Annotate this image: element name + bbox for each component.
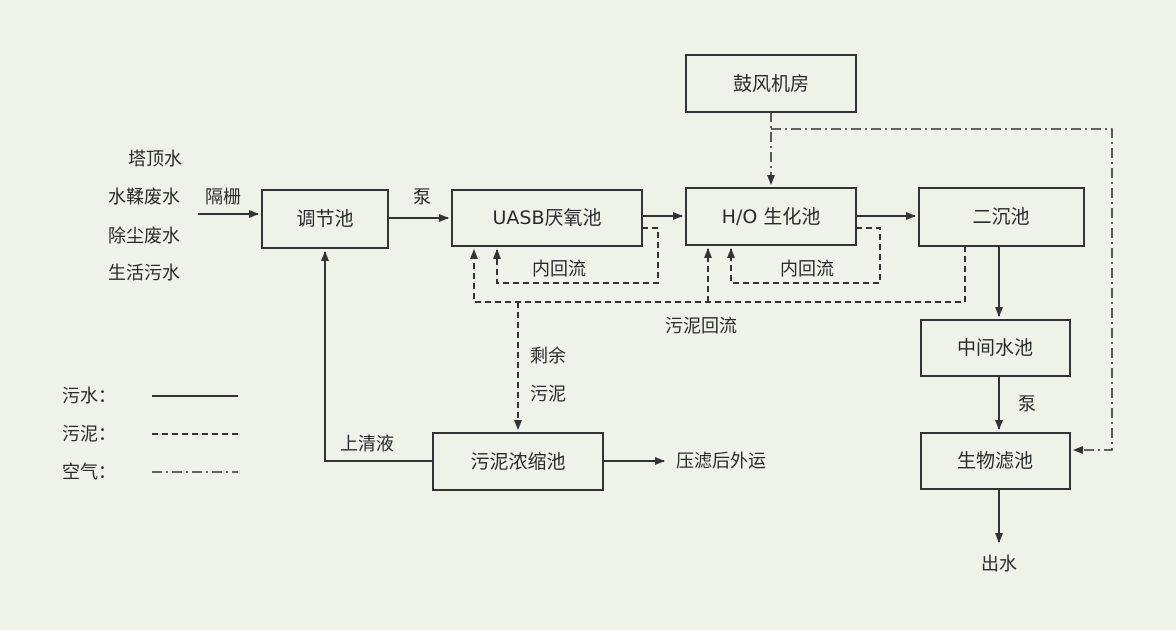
biofilter-box: 生物滤池: [920, 432, 1071, 490]
input-label-tanning-wastewater: 水鞣废水: [108, 187, 180, 208]
blower-room-label: 鼓风机房: [733, 73, 809, 95]
pump-label-2: 泵: [1018, 394, 1036, 415]
outlet-label: 出水: [981, 554, 1017, 575]
sludge-thickener-label: 污泥浓缩池: [470, 451, 565, 473]
internal-reflux-line-2: [727, 227, 881, 284]
excess-sludge-label-1: 剩余: [530, 346, 566, 367]
flow-supernatant-return: [321, 251, 433, 462]
pump-label-1: 泵: [413, 187, 431, 208]
input-label-tower-top-water: 塔顶水: [128, 149, 182, 170]
biofilter-label: 生物滤池: [957, 450, 1033, 472]
regulating-tank-label: 调节池: [296, 208, 353, 230]
supernatant-label: 上清液: [340, 434, 394, 455]
internal-reflux-label-1: 内回流: [532, 259, 586, 280]
press-filter-label: 压滤后外运: [676, 451, 766, 472]
legend-wastewater-label: 污水：: [62, 386, 116, 407]
ho-bio-label: H/O 生化池: [722, 206, 821, 228]
input-label-dust-removal-wastewater: 除尘废水: [108, 226, 180, 247]
blower-room-box: 鼓风机房: [685, 54, 857, 113]
sludge-thickener-box: 污泥浓缩池: [432, 432, 604, 491]
ho-bio-box: H/O 生化池: [685, 187, 857, 246]
intermediate-tank-label: 中间水池: [957, 337, 1033, 359]
intermediate-tank-box: 中间水池: [920, 319, 1071, 377]
excess-sludge-label-2: 污泥: [530, 384, 566, 405]
screen-label: 隔栅: [205, 187, 241, 208]
regulating-tank-box: 调节池: [261, 189, 389, 249]
uasb-label: UASB厌氧池: [493, 207, 602, 229]
legend-air-label: 空气：: [62, 462, 116, 483]
legend-sludge-label: 污泥：: [62, 424, 116, 445]
sludge-return-line: [470, 246, 966, 303]
internal-reflux-line-1: [493, 227, 659, 284]
sludge-return-label: 污泥回流: [665, 316, 737, 337]
input-label-domestic-sewage: 生活污水: [108, 263, 180, 284]
air-line-to-biofilter: [771, 128, 1113, 454]
secondary-clarifier-label: 二沉池: [972, 206, 1029, 228]
uasb-box: UASB厌氧池: [451, 189, 643, 247]
secondary-clarifier-box: 二沉池: [918, 187, 1085, 247]
internal-reflux-label-2: 内回流: [780, 259, 834, 280]
